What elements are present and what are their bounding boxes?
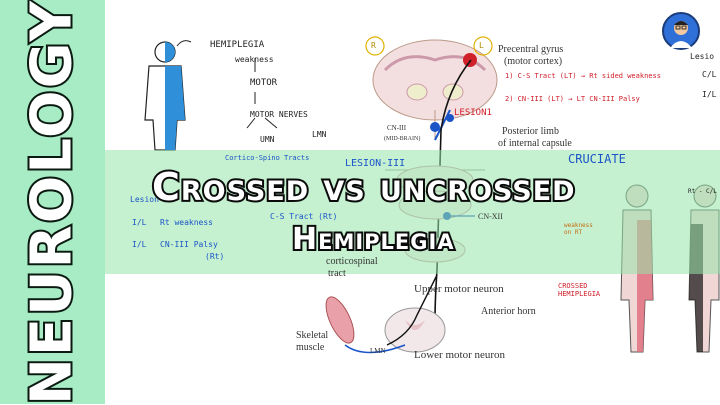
channel-avatar [662, 12, 700, 50]
note-1: 1) C-S Tract (LT) → Rt sided weakness [505, 72, 661, 80]
label-cn12: CN-XII [478, 212, 503, 221]
doctor-avatar-icon [670, 21, 692, 48]
label-internal-capsule: of internal capsule [498, 138, 572, 149]
note-cs-tract-rt: C-S Tract (Rt) [270, 212, 338, 221]
label-motor-cortex: (motor cortex) [504, 56, 563, 67]
label-posterior-limb: Posterior limb [502, 126, 559, 137]
title-line-1: Crossed vs uncrossed [150, 163, 577, 211]
label-muscle: muscle [296, 342, 325, 353]
label-corticospinal: corticospinal [326, 256, 378, 267]
note-lmn: LMN [312, 130, 327, 139]
note-il-1: I/L [132, 218, 147, 227]
human-figure-blue [144, 40, 192, 151]
note-cn-palsy: CN-III Palsy [160, 240, 218, 249]
note-cn-palsy-side: (Rt) [205, 252, 225, 261]
note-weakness-on-rt: weakness on RT [564, 222, 593, 236]
note-motor: MOTOR [250, 78, 278, 88]
note-rt-cl: Rt - C/L [688, 188, 717, 195]
note-lesio: Lesio [690, 52, 715, 61]
highlight-strip [105, 150, 720, 274]
note-lesion1: LESION1 [454, 108, 492, 118]
note-l-mark: L [479, 41, 484, 50]
label-umn: Upper motor neuron [414, 283, 504, 295]
label-midbrain: (MID-BRAIN) [384, 136, 421, 142]
note-weakness: weakness [235, 55, 274, 64]
note-cruciate: CRUCIATE [568, 152, 626, 166]
note-motor-nerves: MOTOR NERVES [250, 110, 308, 119]
side-label: NEUROLOGY [18, 0, 87, 405]
note-cl: C/L [702, 70, 717, 79]
note-hemiplegia: HEMIPLEGIA [210, 40, 265, 50]
note-il-right: I/L [702, 90, 717, 99]
title-line-2: Hemiplegia [290, 220, 456, 259]
note-lesion-iii: LESION-III [345, 158, 406, 169]
note-r-mark: R [371, 41, 376, 50]
label-lmn-small: LMN [370, 347, 386, 355]
note-crossed-hemiplegia: CROSSED HEMIPLEGIA [558, 282, 601, 298]
label-tract: tract [328, 268, 346, 279]
note-umn: UMN [260, 135, 275, 144]
note-rt-weakness: Rt weakness [160, 218, 213, 227]
label-cn3: CN-III [387, 124, 407, 132]
side-band: NEUROLOGY [0, 0, 105, 405]
label-lmn: Lower motor neuron [414, 349, 506, 361]
note-arrows [246, 58, 278, 129]
label-anterior-horn: Anterior horn [481, 306, 536, 317]
note-2: 2) CN-III (LT) → LT CN-III Palsy [505, 95, 640, 103]
label-skeletal: Skeletal [296, 330, 329, 341]
label-precentral: Precentral gyrus [498, 44, 564, 55]
note-il-2: I/L [132, 240, 147, 249]
note-corticospinal: Cortico-Spino Tracts [225, 154, 310, 162]
note-lesion-i: Lesion-I [130, 195, 169, 204]
